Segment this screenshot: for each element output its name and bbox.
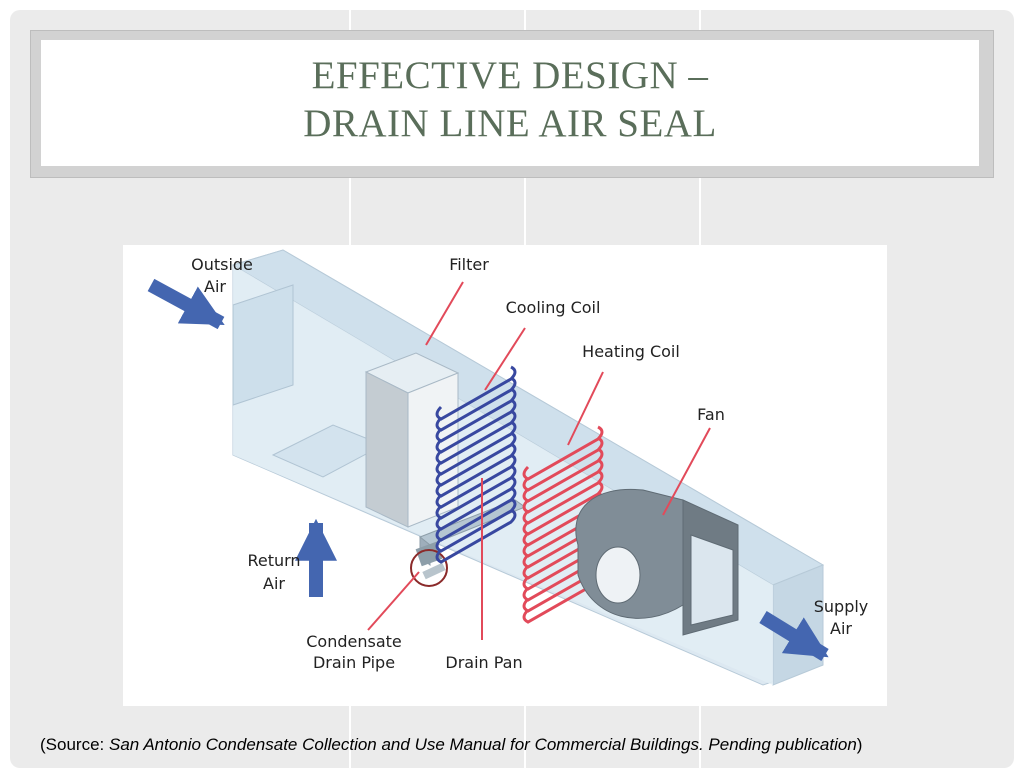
label-fan: Fan [697, 405, 725, 424]
label-return-air: Return [247, 551, 300, 570]
cooling-loop [435, 453, 517, 509]
leader-lines [367, 281, 711, 640]
label-condensate-2: Drain Pipe [313, 653, 395, 672]
condensate-drain-pipe [410, 541, 448, 587]
heating-loop [522, 458, 604, 514]
airflow-arrows [147, 278, 829, 661]
cooling-loop [435, 376, 517, 432]
diagram-svg: Outside Air Filter Cooling Coil Heating … [147, 249, 869, 686]
title-line-1: EFFECTIVE DESIGN – [311, 54, 709, 97]
label-filter: Filter [449, 255, 489, 274]
cooling-loop [435, 508, 517, 564]
title-line-2: DRAIN LINE AIR SEAL [303, 102, 717, 145]
caption-open: (Source: [40, 735, 109, 754]
source-caption: (Source: San Antonio Condensate Collecti… [40, 735, 1010, 755]
cooling-coil [435, 365, 517, 564]
cooling-loop [435, 409, 517, 465]
cooling-loop [435, 420, 517, 476]
label-cooling-coil: Cooling Coil [506, 298, 601, 317]
slide-title: EFFECTIVE DESIGN – DRAIN LINE AIR SEAL [41, 52, 979, 148]
pipe-highlight-circle [410, 549, 448, 587]
supply-air-arrow [759, 611, 829, 661]
heating-loop [522, 436, 604, 492]
label-supply-air-2: Air [830, 619, 852, 638]
cooling-loop [435, 475, 517, 531]
caption-source-title: San Antonio Condensate Collection and Us… [108, 735, 857, 754]
label-outside-air-2: Air [204, 277, 226, 296]
outside-air-arrow [147, 278, 225, 330]
label-outside-air: Outside [191, 255, 253, 274]
label-heating-coil: Heating Coil [582, 342, 680, 361]
caption-close: ) [856, 735, 863, 754]
fan-unit [575, 488, 739, 636]
cooling-loop [435, 387, 517, 443]
cooling-loop [435, 497, 517, 553]
cooling-loop [435, 365, 517, 421]
cooling-loop [435, 464, 517, 520]
label-condensate: Condensate [306, 632, 402, 651]
label-return-air-2: Air [263, 574, 285, 593]
title-box [41, 40, 979, 166]
label-drain-pan: Drain Pan [445, 653, 522, 672]
heating-loop [522, 447, 604, 503]
air-handler-diagram: Outside Air Filter Cooling Coil Heating … [123, 245, 887, 706]
heating-loop [522, 469, 604, 525]
label-supply-air: Supply [814, 597, 869, 616]
heating-loop [522, 480, 604, 536]
cooling-loop [435, 486, 517, 542]
cooling-loop [435, 442, 517, 498]
cooling-loop [435, 398, 517, 454]
cooling-loop [435, 431, 517, 487]
heating-loop [522, 425, 604, 481]
filter-block [364, 352, 460, 528]
